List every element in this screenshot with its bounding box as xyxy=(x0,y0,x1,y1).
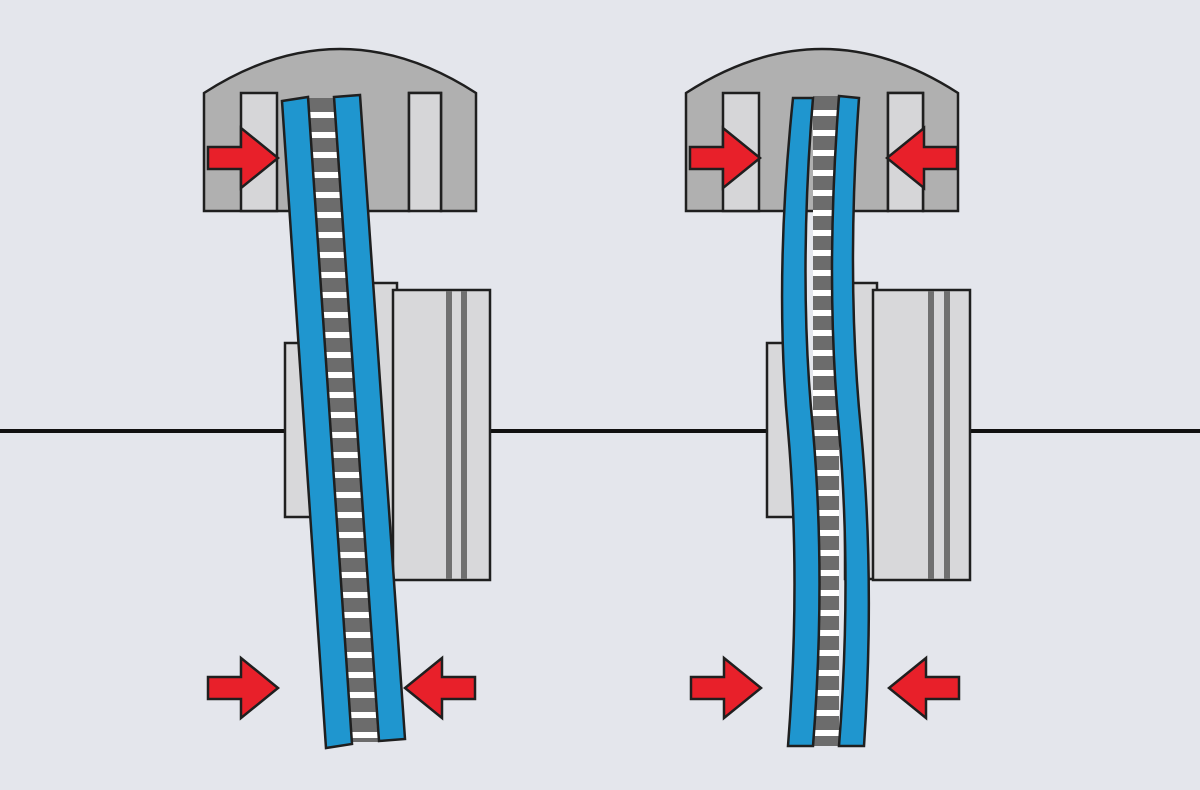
left-rotor-face-inner xyxy=(280,95,354,750)
left-rotor-face-outer xyxy=(332,93,407,743)
arrow-icon xyxy=(403,655,477,721)
left-assembly xyxy=(202,47,492,750)
right-assembly xyxy=(684,47,972,748)
arrow-icon xyxy=(689,655,763,721)
right-rotor-face-inner xyxy=(780,96,821,748)
left-hub-body xyxy=(391,288,492,582)
arrow-icon xyxy=(206,655,280,721)
left-rotor-vanes xyxy=(306,98,378,742)
left-brake-pad-outer xyxy=(407,91,443,213)
arrow-icon xyxy=(885,125,959,191)
right-hub-groove xyxy=(928,291,934,579)
arrow-icon xyxy=(887,655,961,721)
left-hub-groove xyxy=(461,291,467,579)
arrow-icon xyxy=(206,125,280,191)
arrow-icon xyxy=(688,125,762,191)
left-hub-groove xyxy=(446,291,452,579)
right-rotor-face-outer xyxy=(830,94,871,748)
right-hub-groove xyxy=(944,291,950,579)
right-hub-body xyxy=(871,288,972,582)
